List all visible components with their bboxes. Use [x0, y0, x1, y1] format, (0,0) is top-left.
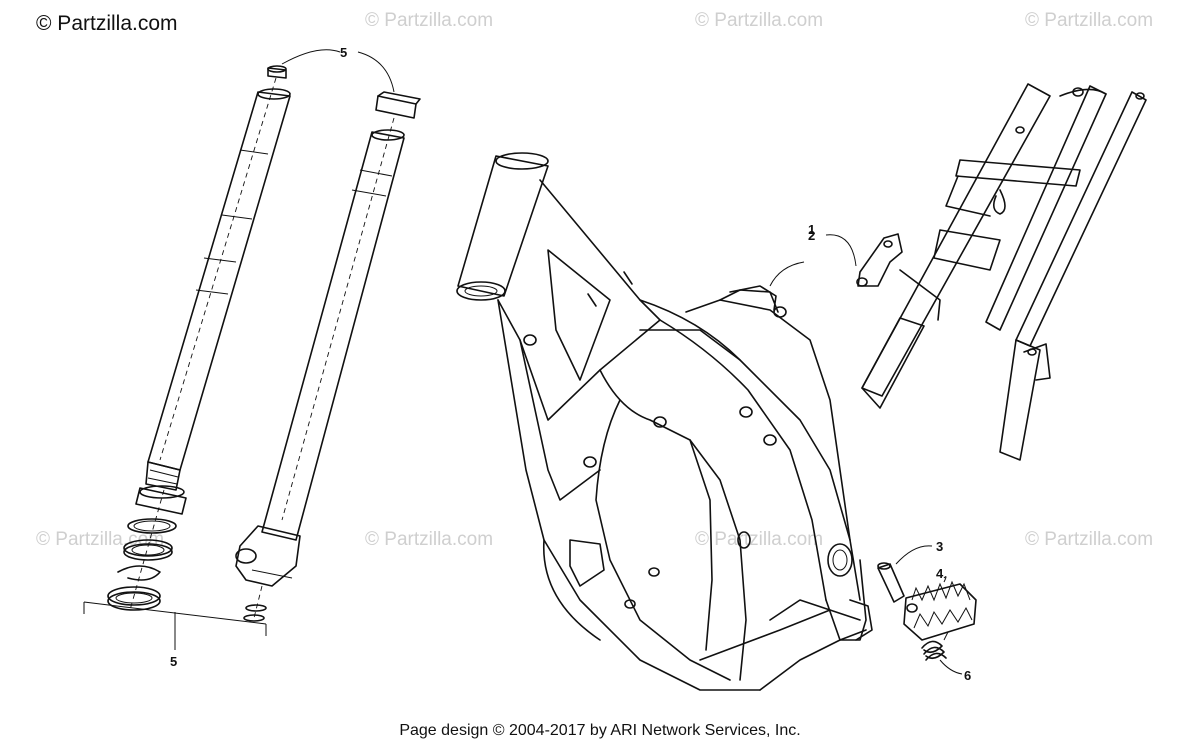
guide-line-right — [281, 117, 395, 521]
watermark-top-4: © Partzilla.com — [1025, 10, 1153, 31]
front-fork-left[interactable] — [145, 88, 291, 491]
fork-foot-washers[interactable] — [243, 604, 267, 622]
leader-pin — [895, 545, 933, 565]
footpeg-spring[interactable] — [921, 631, 949, 661]
watermark-top-3: © Partzilla.com — [695, 10, 823, 31]
watermark-mid-1: © Partzilla.com — [36, 529, 164, 550]
leader-frame — [769, 261, 805, 287]
footpeg-pin[interactable] — [877, 562, 905, 603]
guide-line-foot — [253, 585, 263, 619]
watermark-main: © Partzilla.com — [36, 12, 178, 35]
rear-subframe[interactable] — [861, 83, 1147, 461]
callout-pin[interactable]: 3 — [936, 539, 943, 554]
leader-bracket — [825, 234, 857, 267]
callout-fork-tops[interactable]: 5 — [340, 45, 347, 60]
guide-line-headset — [129, 489, 165, 611]
callout-footpeg[interactable]: 4 — [936, 566, 944, 581]
leader-spring — [939, 659, 963, 675]
watermark-mid-2: © Partzilla.com — [365, 529, 493, 550]
footpeg[interactable] — [903, 580, 977, 641]
steering-bearing-set[interactable] — [107, 485, 187, 611]
copyright-footer: Page design © 2004-2017 by ARI Network S… — [399, 722, 801, 739]
fork-cap-right[interactable] — [375, 91, 421, 119]
leader-fork-tops-right — [357, 51, 395, 93]
leader-fork-tops-left — [281, 49, 341, 65]
watermark-mid-4: © Partzilla.com — [1025, 529, 1153, 550]
callout-frame[interactable]: 1 — [808, 222, 815, 237]
front-fork-right[interactable] — [235, 129, 405, 587]
main-frame[interactable] — [456, 152, 873, 691]
subframe-bracket[interactable] — [856, 233, 903, 287]
watermark-mid-3: © Partzilla.com — [695, 529, 823, 550]
callout-bracket[interactable]: 2 — [808, 228, 815, 243]
watermark-top-2: © Partzilla.com — [365, 10, 493, 31]
guide-line-left — [159, 77, 277, 461]
fork-cap-left[interactable] — [267, 65, 287, 79]
leader-footpeg — [943, 576, 947, 583]
callout-headset[interactable]: 5 — [170, 654, 177, 669]
callout-spring[interactable]: 6 — [964, 668, 971, 683]
